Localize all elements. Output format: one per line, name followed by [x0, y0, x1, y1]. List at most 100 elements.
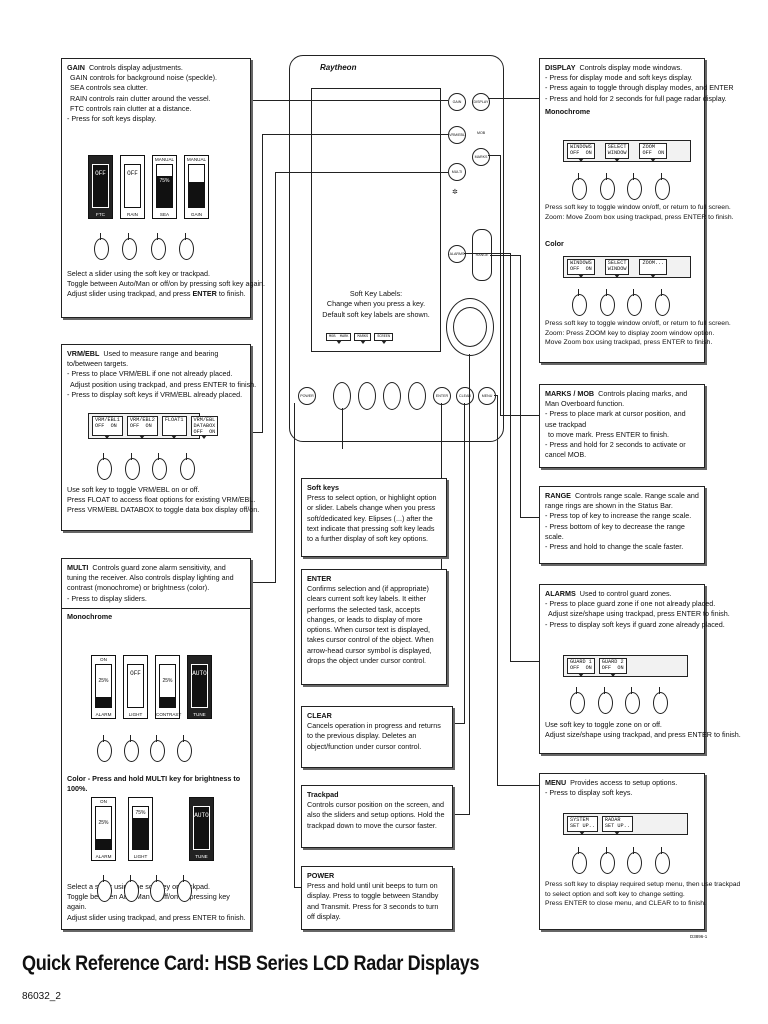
vrm-ebl1-softkey: VRM/EBL1 OFF ON: [92, 416, 123, 439]
gain-connector: [251, 100, 448, 101]
soft-key[interactable]: [122, 233, 138, 260]
page-title: Quick Reference Card: HSB Series LCD Rad…: [22, 952, 480, 975]
alarms-soft-keys: [570, 687, 668, 714]
soft-key[interactable]: [599, 173, 615, 200]
soft-key[interactable]: [599, 847, 615, 874]
radar-setup-softkey: RADAR SET UP..: [601, 816, 633, 835]
clear-button[interactable]: CLEAR: [456, 387, 474, 405]
power-connector-v: [294, 403, 295, 887]
soft-key-2[interactable]: [358, 382, 376, 410]
multi-connector-h: [275, 172, 448, 173]
range-line: - Press and hold to change the scale fas…: [545, 542, 684, 552]
range-button[interactable]: RANGE: [472, 229, 492, 281]
display-line: - Press and hold for 2 seconds for full …: [545, 93, 727, 103]
soft-key[interactable]: [176, 875, 192, 902]
power-connector-h: [294, 887, 301, 888]
display-button[interactable]: DISPLAY: [472, 93, 490, 111]
light-slider[interactable]: 75%LIGHT: [128, 797, 153, 861]
soft-key[interactable]: [572, 173, 587, 200]
menu-connector-h1: [494, 395, 497, 396]
soft-key[interactable]: [654, 173, 670, 200]
soft-key[interactable]: [572, 289, 587, 316]
soft-key[interactable]: [599, 289, 615, 316]
display-color-label: Color: [545, 239, 564, 248]
power-text: Press and hold until unit beeps to turn …: [307, 881, 439, 921]
menu-lead: Provides access to setup options.: [570, 778, 678, 787]
zoom-softkey: ZOOM...: [639, 259, 668, 278]
soft-key[interactable]: [176, 735, 192, 762]
soft-key[interactable]: [179, 453, 195, 480]
soft-key[interactable]: [627, 847, 643, 874]
guard2-softkey: GUARD 2 OFF ON: [598, 658, 627, 677]
enter-button[interactable]: ENTER: [433, 387, 451, 405]
soft-key[interactable]: [124, 453, 140, 480]
soft-key[interactable]: [97, 453, 112, 480]
soft-key[interactable]: [97, 875, 112, 902]
screen-softkey-mob: MOB MARK: [326, 333, 352, 345]
multi-button[interactable]: MULTI: [448, 163, 466, 181]
multi-title: MULTI: [67, 563, 89, 572]
multi-lead: Controls guard zone alarm sensitivity, a…: [67, 563, 234, 593]
alarms-button[interactable]: ALARMS: [448, 245, 466, 263]
multi-color-soft-keys: [97, 875, 192, 902]
contrast-slider[interactable]: 25%CONTRAST: [155, 655, 181, 719]
vrm-ebl2-softkey: VRM/EBL2 OFF ON: [126, 416, 158, 439]
soft-key[interactable]: [150, 735, 166, 762]
soft-key[interactable]: [625, 687, 641, 714]
soft-key[interactable]: [654, 289, 670, 316]
gain-button[interactable]: GAIN: [448, 93, 466, 111]
soft-key[interactable]: [150, 233, 166, 260]
soft-key[interactable]: [572, 847, 587, 874]
soft-key[interactable]: [570, 687, 585, 714]
mob-label: MOB: [477, 131, 486, 135]
vrm-connector-v: [262, 134, 263, 432]
power-button[interactable]: POWER: [298, 387, 316, 405]
vrm-line: - Press to display soft keys if VRM/EBL …: [67, 389, 243, 399]
soft-key[interactable]: [597, 687, 613, 714]
range-title: RANGE: [545, 491, 571, 500]
power-title: POWER: [307, 871, 335, 880]
marks-button[interactable]: MARKS: [472, 148, 490, 166]
soft-key[interactable]: [150, 875, 166, 902]
display-mono-soft-keys: [572, 173, 670, 200]
soft-key[interactable]: [654, 847, 670, 874]
marks-mob-section: MARKS / MOB Controls placing marks, and …: [539, 384, 705, 468]
soft-key[interactable]: [178, 233, 194, 260]
soft-key[interactable]: [152, 453, 168, 480]
range-connector-v: [520, 255, 521, 517]
soft-key-3[interactable]: [383, 382, 401, 410]
part-number: 86032_2: [22, 991, 61, 1002]
marks-connector-h2: [500, 415, 539, 416]
screen-line-2: Default soft key labels are shown.: [322, 309, 430, 319]
soft-key[interactable]: [123, 875, 139, 902]
display-color-footer: Move Zoom box using trackpad, press ENTE…: [545, 339, 713, 347]
menu-button[interactable]: MENU: [478, 387, 496, 405]
figure-code: D3896-1: [690, 934, 708, 939]
enter-section: ENTER Confirms selection and (if appropr…: [301, 569, 447, 685]
clear-text: Cancels operation in progress and return…: [307, 721, 441, 751]
soft-key[interactable]: [97, 735, 112, 762]
soft-key-1[interactable]: [333, 382, 351, 410]
soft-key[interactable]: [627, 173, 643, 200]
display-color-footer: Zoom: Press ZOOM key to display zoom win…: [545, 329, 715, 337]
soft-key[interactable]: [652, 687, 668, 714]
soft-key[interactable]: [94, 233, 109, 260]
vrm-soft-keys: [97, 453, 195, 480]
soft-key[interactable]: [123, 735, 139, 762]
soft-key[interactable]: [627, 289, 643, 316]
vrm-ebl-button[interactable]: VRM/EBL: [448, 126, 466, 144]
soft-key-4[interactable]: [408, 382, 426, 410]
menu-footer-line: to select option and soft key to change …: [545, 890, 685, 898]
clear-section: CLEAR Cancels operation in progress and …: [301, 706, 453, 768]
gain-footer-line: Toggle between Auto/Man or off/on by pre…: [67, 279, 266, 289]
